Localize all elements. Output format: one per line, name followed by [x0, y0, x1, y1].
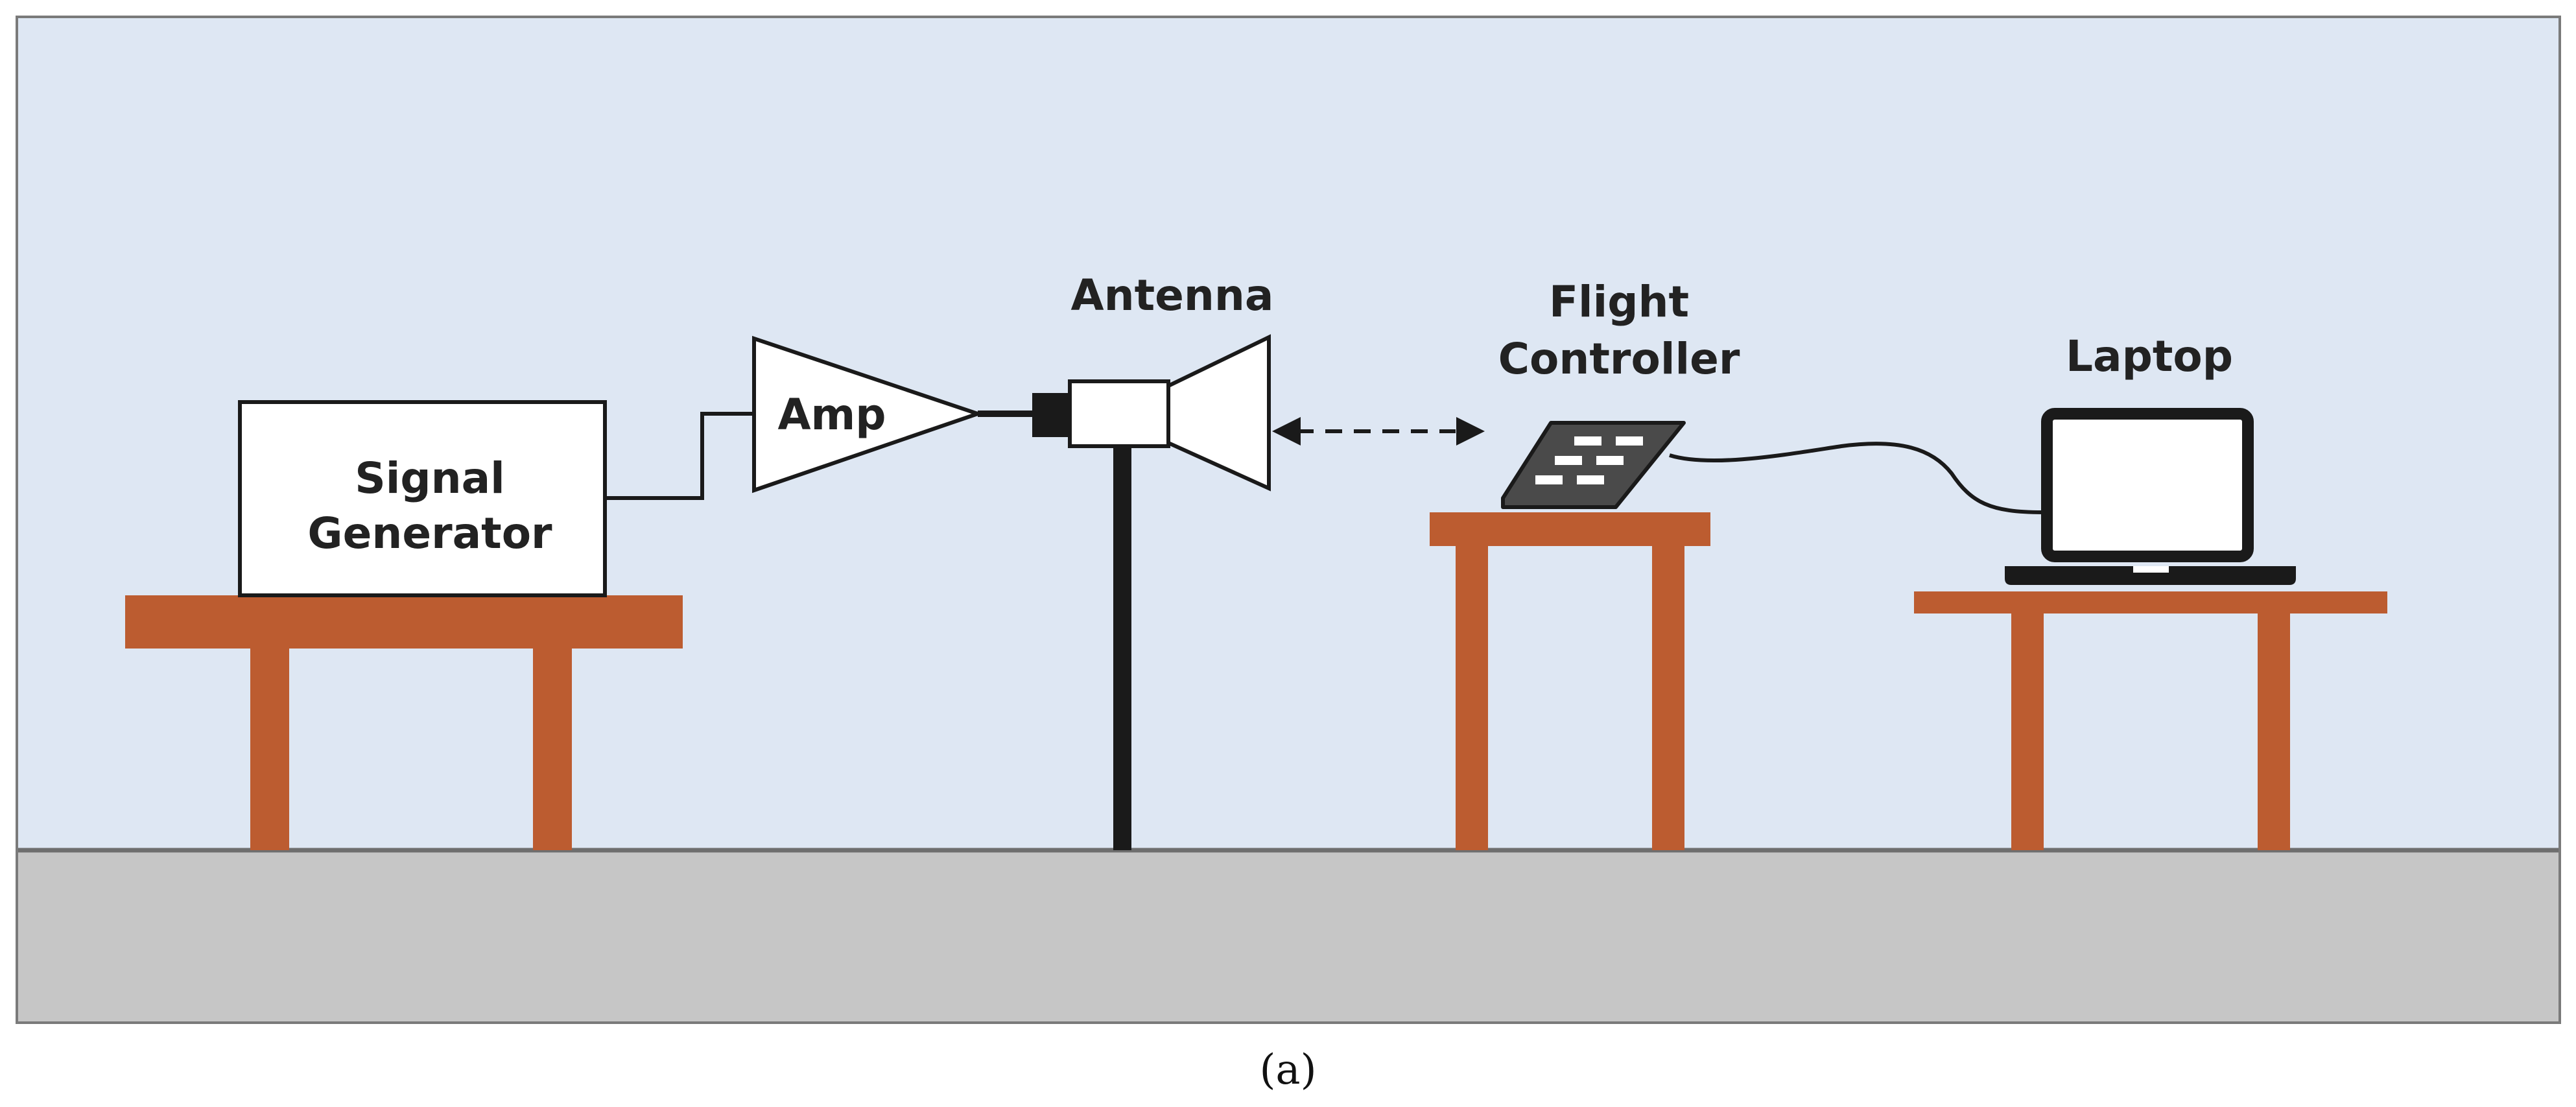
table-leg	[250, 649, 289, 850]
flight-controller: Flight Controller	[1498, 277, 1740, 509]
board-component	[1577, 475, 1604, 484]
table-signal-generator	[125, 595, 683, 850]
laptop: Laptop	[2005, 331, 2296, 585]
signal-generator-label-line1: Signal	[355, 453, 505, 503]
generator-amp-cable	[605, 412, 754, 500]
table-leg	[1456, 546, 1488, 850]
signal-generator-box	[238, 400, 607, 597]
board-component	[1616, 436, 1643, 446]
amplifier-triangle	[752, 335, 984, 494]
arrowhead-left	[1272, 417, 1301, 446]
table-leg	[1652, 546, 1684, 850]
usb-cable	[1669, 442, 2043, 514]
table-top	[125, 595, 683, 649]
laptop-label: Laptop	[2066, 331, 2233, 381]
antenna-connector	[1032, 393, 1070, 437]
table-leg	[533, 649, 572, 850]
antenna-body	[1068, 379, 1170, 448]
table-flight-controller	[1430, 512, 1710, 850]
table-top	[1430, 512, 1710, 546]
amplifier: Amp	[752, 335, 984, 494]
table-top	[1914, 591, 2387, 613]
flight-controller-label-line2: Controller	[1498, 334, 1740, 384]
antenna: Antenna	[1032, 270, 1273, 850]
arrowhead-right	[1456, 417, 1485, 446]
laptop-base	[2005, 566, 2296, 585]
board-component	[1555, 456, 1582, 465]
board-component	[1574, 436, 1601, 446]
laptop-trackpad-notch	[2133, 566, 2169, 573]
table-leg	[2258, 613, 2290, 850]
signal-generator: Signal Generator	[238, 400, 607, 597]
antenna-horn	[1166, 334, 1271, 492]
wireless-link-arrow	[1272, 417, 1485, 446]
laptop-screen	[2041, 408, 2254, 562]
board-component	[1535, 475, 1563, 484]
table-leg	[2011, 613, 2044, 850]
signal-generator-label-line2: Generator	[307, 508, 552, 558]
table-laptop	[1914, 591, 2387, 850]
floor	[17, 850, 2560, 1023]
figure-caption: (a)	[1259, 1046, 1317, 1094]
flight-controller-label-line1: Flight	[1549, 277, 1689, 327]
antenna-label: Antenna	[1071, 270, 1274, 320]
antenna-mast	[1113, 446, 1131, 850]
board-component	[1596, 456, 1624, 465]
figure-frame	[16, 16, 2561, 1024]
amplifier-label: Amp	[777, 390, 886, 440]
